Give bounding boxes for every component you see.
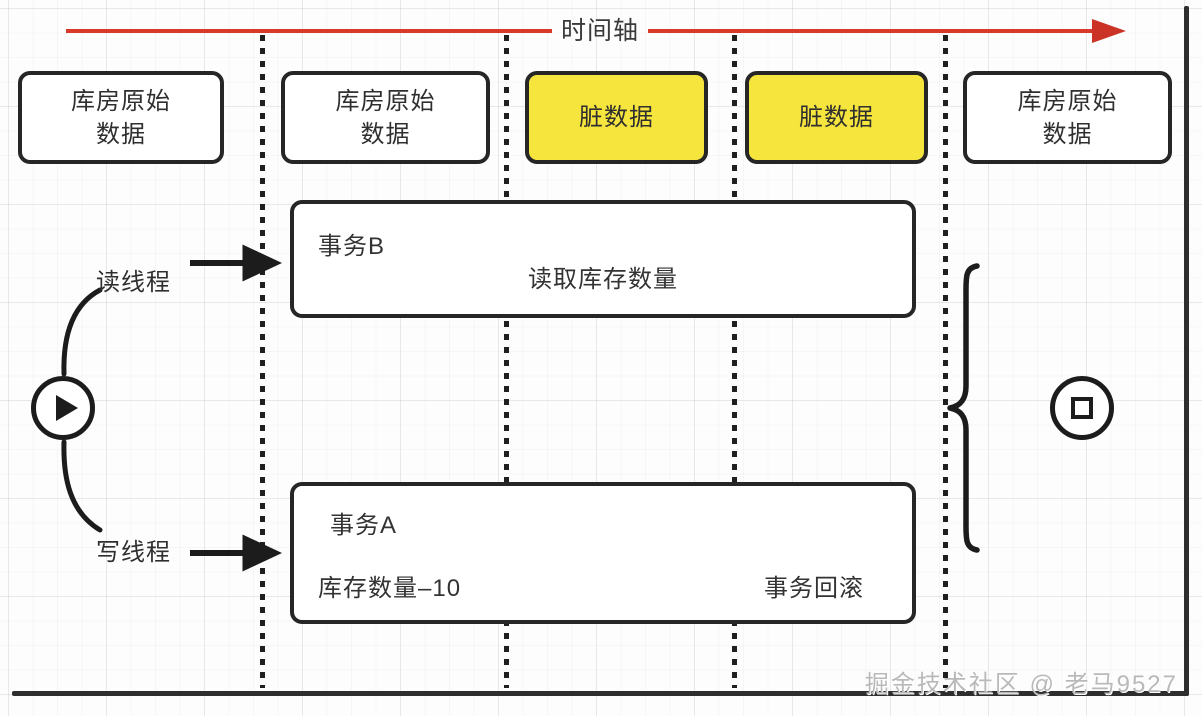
read-thread-label: 读线程 xyxy=(96,269,171,296)
state-box-1: 库房原始 数据 xyxy=(18,71,224,164)
start-to-write-thread-curve xyxy=(61,439,103,533)
transaction-a-step-decrement: 库存数量–10 xyxy=(318,575,462,602)
page-frame-bottom-rule xyxy=(12,691,1189,696)
timeline-axis-left-segment xyxy=(66,29,552,33)
state-box-3-dirty: 脏数据 xyxy=(525,71,708,164)
time-separator-4 xyxy=(943,35,948,688)
time-separator-2 xyxy=(504,35,509,688)
transactions-closing-brace xyxy=(947,263,980,553)
stop-icon[interactable] xyxy=(1050,376,1114,440)
transaction-a-name: 事务A xyxy=(330,512,398,539)
stop-square-icon xyxy=(1071,397,1093,419)
timeline-label: 时间轴 xyxy=(560,17,639,45)
time-separator-1 xyxy=(260,35,265,688)
state-box-2: 库房原始 数据 xyxy=(281,71,490,164)
play-icon[interactable] xyxy=(31,376,95,440)
transaction-a-box xyxy=(290,482,916,624)
start-to-read-thread-curve xyxy=(61,287,103,377)
state-box-5: 库房原始 数据 xyxy=(963,71,1172,164)
transaction-b-step-read: 读取库存数量 xyxy=(528,266,678,293)
transaction-b-box xyxy=(290,200,916,318)
transaction-a-step-rollback: 事务回滚 xyxy=(764,575,864,602)
state-box-4-dirty: 脏数据 xyxy=(745,71,928,164)
timeline-axis-right-segment xyxy=(648,29,1096,33)
time-separator-3 xyxy=(732,35,737,688)
write-thread-label: 写线程 xyxy=(96,539,171,566)
page-frame-right-rule xyxy=(1184,6,1189,696)
watermark: 掘金技术社区 @ 老马9527 xyxy=(864,671,1178,698)
play-triangle-icon xyxy=(55,395,78,421)
timeline-arrow-icon xyxy=(1092,19,1126,43)
transaction-b-name: 事务B xyxy=(318,233,386,260)
